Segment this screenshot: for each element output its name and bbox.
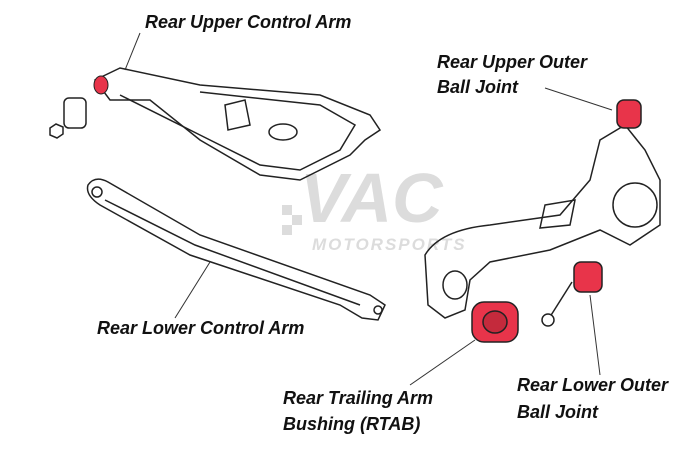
rear-knuckle — [424, 124, 661, 319]
svg-text:VAC: VAC — [300, 159, 444, 237]
highlighted-bushing — [93, 75, 109, 95]
nut-icon — [49, 123, 64, 139]
label-rear-upper-outer-ball-joint-line2: Ball Joint — [437, 77, 519, 97]
leader-lines — [124, 32, 613, 386]
label-rtab-line2: Bushing (RTAB) — [283, 414, 421, 434]
bolt-icon — [547, 281, 573, 321]
knuckle-bushings — [471, 99, 642, 343]
lower-control-arm — [86, 178, 386, 321]
svg-text:MOTORSPORTS: MOTORSPORTS — [312, 235, 467, 254]
upper-arm-bushing — [49, 75, 109, 139]
label-rear-upper-outer-ball-joint-line1: Rear Upper Outer — [437, 52, 588, 72]
lower-outer-ball-joint-part — [573, 261, 603, 293]
label-rtab-line1: Rear Trailing Arm — [283, 388, 434, 408]
upper-outer-ball-joint-part — [616, 99, 642, 129]
vac-motorsports-watermark: VAC MOTORSPORTS — [282, 159, 467, 254]
label-rear-lower-outer-ball-joint-line1: Rear Lower Outer — [517, 375, 669, 395]
upper-control-arm — [93, 67, 382, 181]
label-rear-lower-outer-ball-joint-line2: Ball Joint — [517, 402, 599, 422]
label-rear-lower-control-arm: Rear Lower Control Arm — [97, 318, 305, 338]
label-rear-upper-control-arm: Rear Upper Control Arm — [145, 12, 352, 32]
